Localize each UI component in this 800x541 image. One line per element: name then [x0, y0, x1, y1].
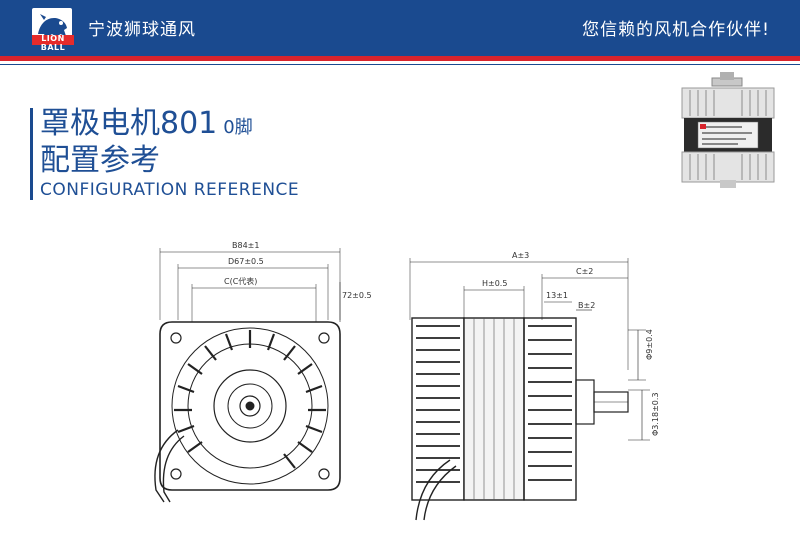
dim-inner-label: D67±0.5 — [228, 257, 264, 266]
motor-dimension-drawing: B84±1 D67±0.5 C(C代表) 72±0.5 — [154, 241, 660, 521]
title-suffix: 0脚 — [223, 117, 253, 138]
header-bar: LION BALL 宁波狮球通风 您信赖的风机合作伙伴! — [0, 0, 800, 56]
company-name: 宁波狮球通风 — [88, 20, 196, 40]
blue-rule — [0, 64, 800, 65]
dim-total-label: A±3 — [512, 251, 529, 260]
dim-c-label: C±2 — [576, 267, 593, 276]
dim-h-label: H±0.5 — [482, 279, 507, 288]
title-main: 罩极电机801 — [40, 106, 218, 141]
title-accent-bar — [30, 108, 33, 200]
dim-right2-label: Φ3.18±0.3 — [651, 392, 660, 436]
dim-b-label: B±2 — [578, 301, 595, 310]
red-stripe — [0, 56, 800, 61]
logo-text: LION BALL — [40, 34, 66, 52]
side-view — [409, 258, 650, 521]
motor-product-image — [681, 72, 775, 188]
dim-center-label: C(C代表) — [224, 276, 257, 286]
slogan: 您信赖的风机合作伙伴! — [582, 20, 770, 40]
dim-side-label: 72±0.5 — [342, 291, 372, 300]
lion-logo-icon — [32, 8, 72, 42]
front-view — [154, 248, 341, 503]
page-subtitle: 配置参考 — [40, 143, 160, 178]
english-title: CONFIGURATION REFERENCE — [40, 180, 300, 200]
dim-overall-label: B84±1 — [232, 241, 259, 250]
dim-right1-label: Φ9±0.4 — [645, 329, 654, 360]
logo-brand-bar: LION BALL — [32, 34, 74, 52]
dim-shaft-length-label: 13±1 — [546, 291, 568, 300]
